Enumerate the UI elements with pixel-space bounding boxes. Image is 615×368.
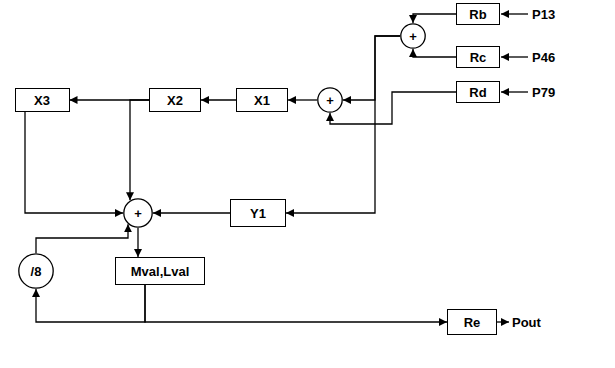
block-box: Mval,Lval bbox=[115, 257, 205, 285]
operator-label: + bbox=[134, 207, 142, 220]
operator-circle: /8 bbox=[18, 253, 54, 289]
circle-shape bbox=[401, 24, 425, 48]
block-label: Rc bbox=[470, 51, 487, 64]
block-box: Rb bbox=[456, 3, 500, 25]
signal-connector bbox=[343, 36, 400, 100]
signal-connector bbox=[286, 36, 400, 213]
signal-connector bbox=[413, 14, 456, 23]
block-label: Rd bbox=[469, 86, 486, 99]
block-box: Y1 bbox=[230, 199, 286, 227]
block-label: Rb bbox=[469, 8, 486, 21]
signal-name: P46 bbox=[532, 51, 555, 64]
circle-shape bbox=[19, 254, 53, 288]
operator-circle: + bbox=[400, 23, 426, 49]
operator-label: + bbox=[326, 94, 334, 107]
signal-connector bbox=[25, 112, 123, 213]
signal-name: P79 bbox=[532, 86, 555, 99]
signal-connector bbox=[36, 224, 128, 253]
block-box: Rd bbox=[456, 81, 500, 103]
input-wire bbox=[501, 56, 528, 57]
block-label: X2 bbox=[167, 94, 183, 107]
block-box: X3 bbox=[15, 88, 70, 112]
signal-connector bbox=[137, 228, 138, 257]
signal-connector bbox=[153, 212, 230, 213]
signal-connector bbox=[330, 92, 456, 124]
block-box: Rc bbox=[456, 46, 500, 68]
block-box: X2 bbox=[149, 88, 201, 112]
signal-connector bbox=[413, 49, 456, 57]
circle-shape bbox=[124, 199, 152, 227]
signal-connector bbox=[288, 99, 317, 100]
output-wire bbox=[497, 321, 509, 322]
signal-connector bbox=[145, 285, 447, 322]
operator-circle: + bbox=[317, 87, 343, 113]
block-box: Re bbox=[447, 309, 497, 335]
block-label: X3 bbox=[34, 94, 50, 107]
input-wire bbox=[501, 13, 528, 14]
operator-label: + bbox=[409, 30, 417, 43]
signal-connector bbox=[201, 99, 236, 100]
signal-connector bbox=[36, 285, 145, 322]
block-label: Re bbox=[464, 316, 481, 329]
circle-shape bbox=[318, 88, 342, 112]
input-wire bbox=[501, 91, 528, 92]
signal-name: Pout bbox=[512, 316, 541, 329]
operator-label: /8 bbox=[31, 265, 42, 278]
block-box: X1 bbox=[236, 88, 288, 112]
signal-connector bbox=[130, 100, 149, 200]
signal-name: P13 bbox=[532, 8, 555, 21]
operator-circle: + bbox=[123, 198, 153, 228]
block-label: Y1 bbox=[250, 207, 266, 220]
block-label: X1 bbox=[254, 94, 270, 107]
block-label: Mval,Lval bbox=[131, 265, 190, 278]
